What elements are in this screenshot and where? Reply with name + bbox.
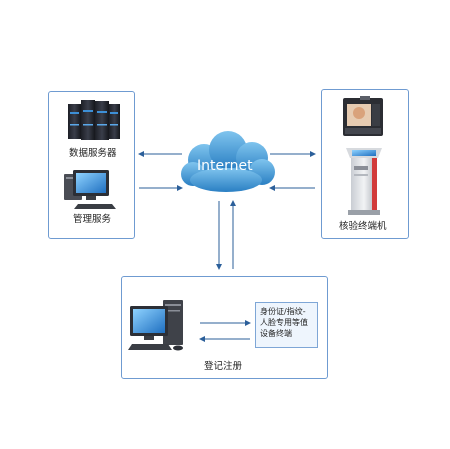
management-service-label: 管理服务 — [73, 214, 112, 225]
right-connection-arrows — [269, 151, 316, 191]
internet-cloud-icon — [181, 131, 275, 192]
device-connection-arrows — [199, 320, 251, 342]
registration-label: 登记注册 — [204, 361, 243, 372]
registration-computer-icon — [128, 300, 183, 351]
data-server-label: 数据服务器 — [69, 148, 117, 159]
bottom-connection-arrows — [216, 200, 236, 270]
left-connection-arrows — [138, 151, 183, 191]
kiosk-terminal-icon — [346, 148, 382, 215]
face-recognition-device-icon — [343, 96, 383, 136]
device-info-text: 身份证/指纹-人脸专用等值设备终端 — [260, 307, 308, 338]
management-computer-icon — [64, 170, 116, 209]
device-info-box: 身份证/指纹-人脸专用等值设备终端 — [255, 302, 318, 348]
server-rack-icon — [68, 100, 120, 140]
internet-label: Internet — [197, 158, 253, 174]
verification-terminal-label: 核验终端机 — [339, 221, 387, 232]
